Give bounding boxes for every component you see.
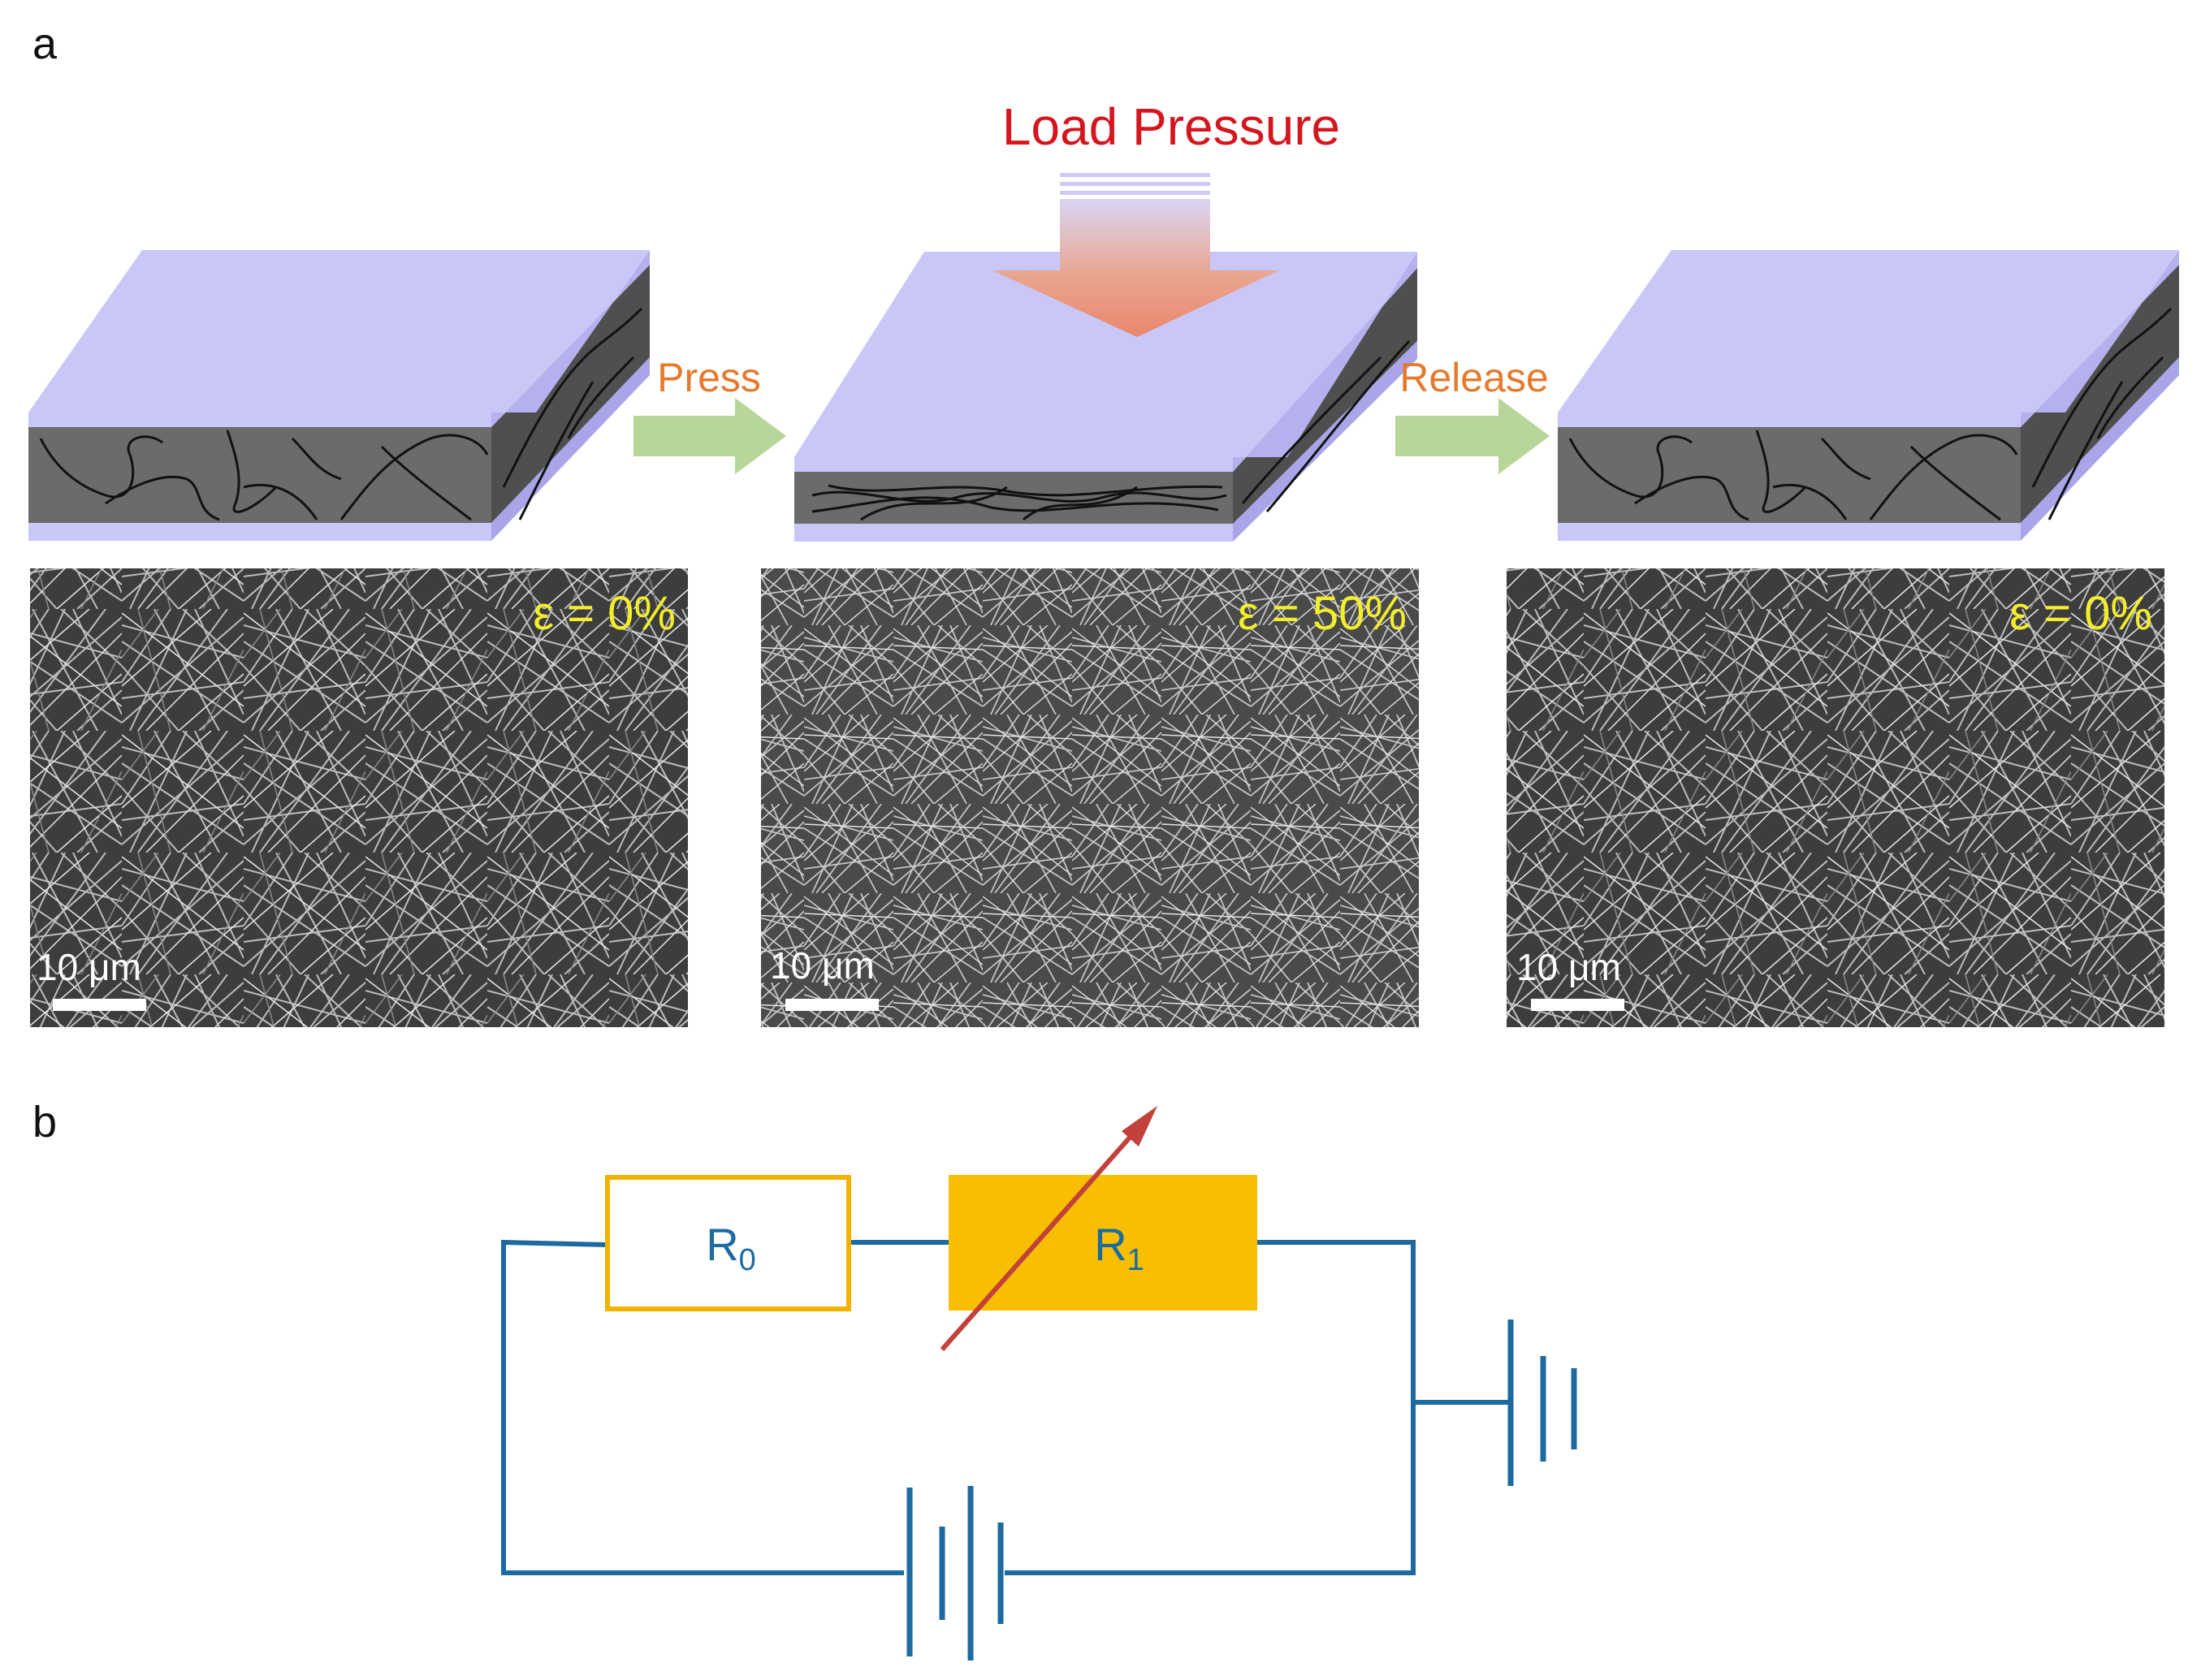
ground-symbol [1507,1319,1577,1486]
load-pressure-label: Load Pressure [1002,97,1340,156]
circuit-wires [501,1239,1511,1575]
strain-label-compressed: ε = 50% [1238,587,1407,640]
load-pressure-arrow [992,173,1279,337]
sensor-block-initial [28,250,650,541]
battery-bottom [906,1486,1004,1661]
scale-bar-label-compressed: 10 μm [770,944,875,987]
resistor-r1-label: R1 [1094,1219,1144,1277]
panel-a-label: a [32,19,58,68]
strain-label-released: ε = 0% [2009,587,2152,640]
release-arrow [1395,398,1550,474]
nanowires-released [1568,307,2173,521]
sensor-block-released [1558,250,2179,541]
scale-bar-label-released: 10 μm [1516,946,1621,988]
resistor-r0-label: R0 [706,1219,756,1277]
scale-bar-initial [53,999,146,1011]
press-arrow [633,398,786,474]
strain-label-initial: ε = 0% [533,587,676,640]
press-label: Press [657,355,761,400]
panel-b-label: b [32,1098,57,1147]
release-label: Release [1399,355,1548,400]
scale-bar-label-initial: 10 μm [37,946,141,988]
sem-image-initial: ε = 0% 10 μm [30,568,688,1027]
sem-image-compressed: ε = 50% 10 μm [761,568,1419,1027]
scale-bar-released [1531,999,1624,1011]
nanowires-initial [39,307,643,521]
variable-resistor-arrow [940,1106,1157,1351]
sem-image-released: ε = 0% 10 μm [1507,568,2164,1027]
resistor-r1: R1 [949,1175,1257,1311]
nanowires-compressed [811,339,1411,521]
scale-bar-compressed [785,999,879,1011]
resistor-r0: R0 [605,1175,851,1311]
sensor-block-compressed [794,252,1417,542]
